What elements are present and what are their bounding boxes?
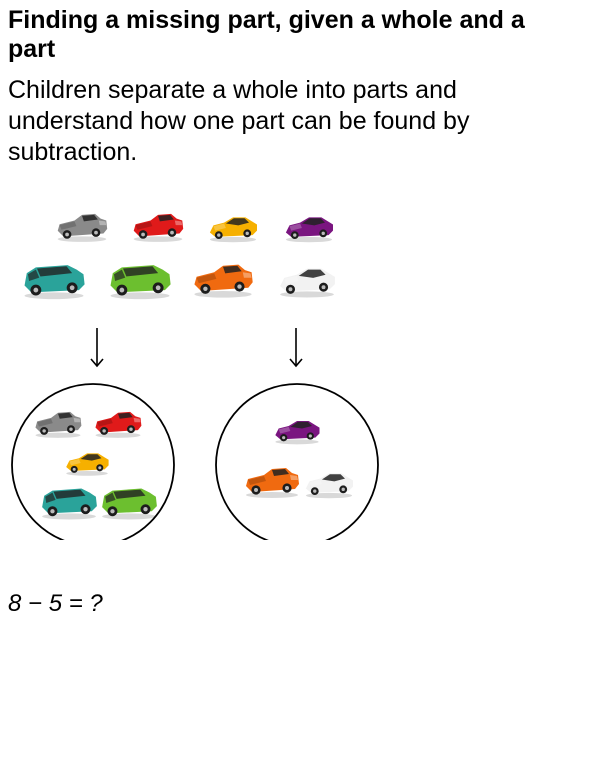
right-part-circle (215, 383, 379, 540)
green-suv (110, 265, 171, 300)
grey-pickup-truck (57, 213, 108, 242)
red-pickup-truck (133, 213, 184, 242)
grey-pickup-truck (35, 411, 82, 438)
yellow-car (66, 453, 109, 476)
left-part-circle (11, 383, 175, 540)
teal-suv (24, 265, 85, 300)
orange-pickup-truck (246, 468, 299, 498)
green-suv (102, 488, 157, 520)
whole-group (24, 213, 335, 300)
right-down-arrow-icon (289, 327, 303, 367)
yellow-car (209, 217, 257, 243)
purple-car (275, 421, 320, 445)
white-car (280, 268, 335, 298)
orange-pickup-truck (194, 264, 253, 298)
white-car (305, 473, 353, 499)
left-down-arrow-icon (90, 327, 104, 367)
red-pickup-truck (95, 411, 142, 438)
part-whole-figure (11, 213, 379, 540)
page-title: Finding a missing part, given a whole an… (8, 6, 525, 63)
purple-car (285, 217, 333, 243)
page-description: Children separate a whole into parts and… (8, 76, 470, 166)
subtraction-equation: 8 − 5 = ? (8, 590, 103, 617)
teal-suv (42, 488, 97, 520)
